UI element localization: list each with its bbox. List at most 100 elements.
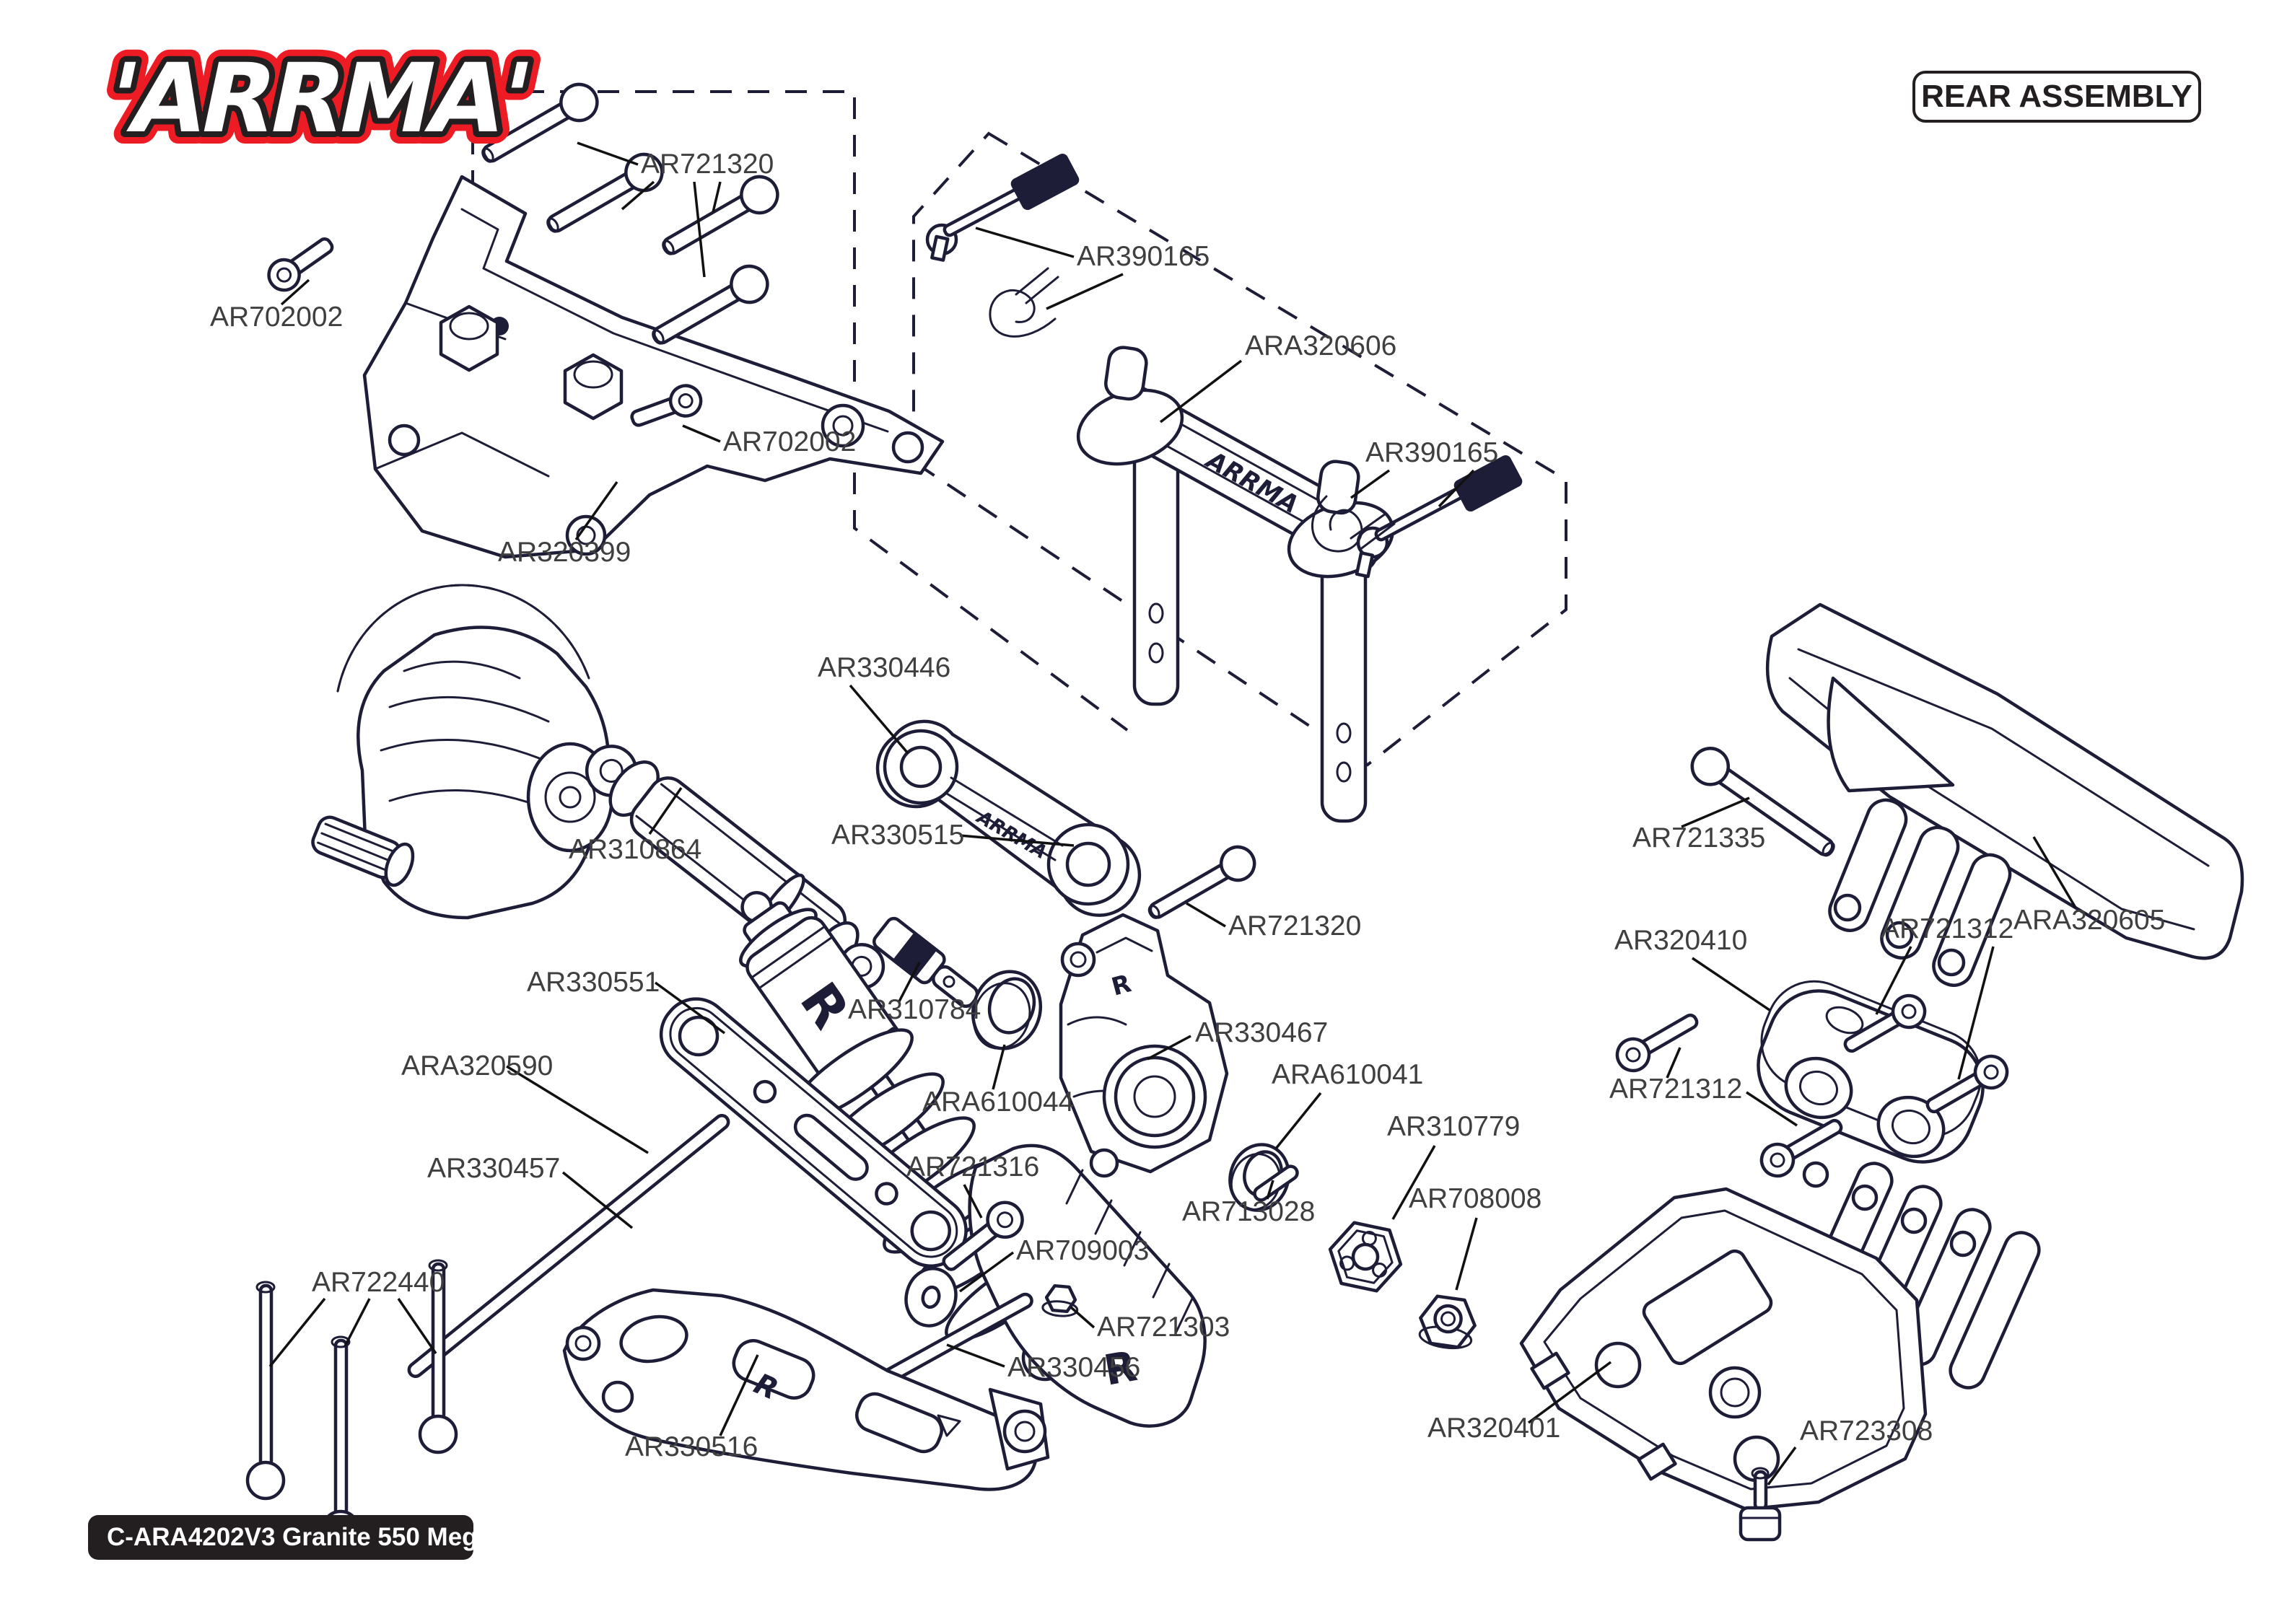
part-hinge-pins-ar722440 xyxy=(245,1259,458,1550)
part-label-ar721320-1: AR721320 xyxy=(641,149,774,180)
part-label-ar320399: AR320399 xyxy=(498,537,631,568)
part-label-ar330551: AR330551 xyxy=(527,967,660,998)
part-screw-ar723308 xyxy=(1739,1467,1782,1542)
leader-line-ar721316 xyxy=(963,1184,983,1219)
part-label-ara320605: ARA320605 xyxy=(2013,905,2165,936)
leader-line-ar320399 xyxy=(574,480,618,541)
part-body-clip-top xyxy=(989,267,1059,338)
leader-line-ar721320-1 xyxy=(621,180,655,211)
part-label-ara320606: ARA320606 xyxy=(1245,330,1396,361)
part-lock-nut xyxy=(1418,1294,1477,1350)
dashed-group-outline-body-mount xyxy=(912,131,1567,767)
leader-line-ar722440 xyxy=(344,1298,371,1347)
part-bearing-ara610044 xyxy=(971,970,1043,1050)
page-title: REAR ASSEMBLY xyxy=(1921,79,2192,114)
dashed-group-outline-screws xyxy=(471,90,1129,732)
part-skid-plate xyxy=(1519,1161,2041,1511)
screws-ar721312 xyxy=(1615,993,2009,1178)
leader-line-ar721320-2 xyxy=(1186,902,1226,928)
leader-line-ar723308 xyxy=(1767,1446,1797,1486)
leader-line-ar320410 xyxy=(1692,957,1770,1011)
part-label-ar721335: AR721335 xyxy=(1632,822,1765,853)
part-label-ar320401: AR320401 xyxy=(1427,1413,1560,1444)
leader-line-ar330516 xyxy=(719,1354,759,1436)
part-hex-hub xyxy=(1328,1221,1403,1293)
leader-line-ar330467 xyxy=(1147,1035,1191,1061)
leader-line-ar310779 xyxy=(1391,1145,1436,1220)
part-rear-bumper xyxy=(1765,602,2244,987)
part-label-ar320410: AR320410 xyxy=(1614,925,1747,956)
part-label-ar708008: AR708008 xyxy=(1409,1183,1541,1214)
leader-line-ar721320-1 xyxy=(712,181,722,213)
arrma-logo-text: 'ARRMA' xyxy=(96,43,536,154)
leader-line-ar721312-1 xyxy=(1957,946,1995,1080)
part-hinge-pin-long xyxy=(407,1113,730,1379)
part-brace-plate xyxy=(659,997,968,1268)
part-rear-brace xyxy=(362,175,945,559)
leader-line-ara610041 xyxy=(1274,1092,1322,1150)
part-label-ara610041: ARA610041 xyxy=(1272,1059,1423,1090)
footer-model-tag: C-ARA4202V3 Granite 550 Mega 4X4 RTR xyxy=(88,1515,603,1560)
arrma-logo-text: 'ARRMA' xyxy=(96,43,536,154)
leader-line-ar722440 xyxy=(397,1298,437,1354)
screws-ar702002 xyxy=(267,237,703,427)
part-pin-ar721335 xyxy=(1690,747,1835,857)
leader-line-ar721312-2 xyxy=(1746,1091,1798,1127)
leader-line-ara320590 xyxy=(506,1065,649,1154)
leader-line-ara320605 xyxy=(2032,836,2077,908)
part-label-ar330515: AR330515 xyxy=(831,820,964,851)
leader-line-ar330456 xyxy=(946,1343,1005,1368)
leader-line-ar721320-1 xyxy=(577,141,639,166)
part-body-mount: ARRMA xyxy=(1076,346,1395,823)
page-title-box: REAR ASSEMBLY xyxy=(1912,71,2201,123)
leader-lines-layer xyxy=(268,141,2077,1486)
part-label-ar723308: AR723308 xyxy=(1800,1415,1933,1447)
leader-line-ar330515 xyxy=(959,834,1075,847)
part-label-ar721320-2: AR721320 xyxy=(1228,910,1361,942)
part-stub-axle xyxy=(873,916,979,1008)
shock-guard: R xyxy=(968,1144,1207,1428)
bumper-mount-fingers xyxy=(1828,798,2012,987)
part-label-ar721303: AR721303 xyxy=(1097,1312,1230,1343)
leader-line-ar709003 xyxy=(958,1251,1015,1293)
part-labels-layer: AR721320AR702002AR390165ARA320606AR70200… xyxy=(210,149,2165,1462)
leader-line-ar721320-1 xyxy=(693,181,706,278)
part-label-ar310779: AR310779 xyxy=(1387,1111,1520,1142)
footer-model-text: C-ARA4202V3 Granite 550 Mega 4X4 RTR xyxy=(107,1523,603,1551)
leader-line-ar722440 xyxy=(268,1297,326,1368)
part-pin-ar713028 xyxy=(1253,1164,1299,1202)
leader-line-ar330551 xyxy=(654,981,726,1035)
arrma-logo: 'ARRMA' 'ARRMA' 'ARRMA' xyxy=(84,31,548,166)
leader-line-ar708008 xyxy=(1455,1217,1478,1291)
leader-line-ar390165-1 xyxy=(975,227,1075,258)
leader-line-ar702002-1 xyxy=(280,278,310,306)
part-label-ara610044: ARA610044 xyxy=(922,1087,1074,1118)
part-lower-arm: R xyxy=(562,1288,1050,1491)
part-camber-link: ARRMA xyxy=(875,719,1142,917)
part-shock: R R xyxy=(739,891,1207,1428)
leader-line-ar310864 xyxy=(648,787,683,835)
leader-line-ar390165-1 xyxy=(1046,273,1124,310)
part-label-ara320590: ARA320590 xyxy=(401,1050,553,1081)
part-label-ar390165-1: AR390165 xyxy=(1077,241,1210,272)
leader-line-ar721303 xyxy=(1070,1306,1096,1329)
part-label-ar330516: AR330516 xyxy=(625,1431,758,1462)
part-washer-ar709003 xyxy=(904,1267,958,1327)
part-label-ar702002-2: AR702002 xyxy=(723,426,856,457)
part-nut-ar721303 xyxy=(1041,1283,1079,1317)
leader-line-ar721335 xyxy=(1681,796,1750,828)
part-hub-carrier: R xyxy=(1059,913,1229,1178)
part-center-diff-mount xyxy=(1757,980,1985,1164)
part-label-ar330446: AR330446 xyxy=(818,652,950,683)
leader-line-ara610044 xyxy=(992,1044,1006,1090)
part-link-ar390165-top xyxy=(925,153,1080,262)
leader-line-ar310784 xyxy=(898,962,921,1002)
part-differential xyxy=(311,584,614,920)
part-label-ar721316: AR721316 xyxy=(906,1151,1039,1182)
part-label-ar310864: AR310864 xyxy=(569,834,701,865)
screws-ar721320 xyxy=(481,82,779,345)
part-label-ar713028: AR713028 xyxy=(1182,1196,1315,1227)
leader-line-ar330446 xyxy=(849,684,909,755)
